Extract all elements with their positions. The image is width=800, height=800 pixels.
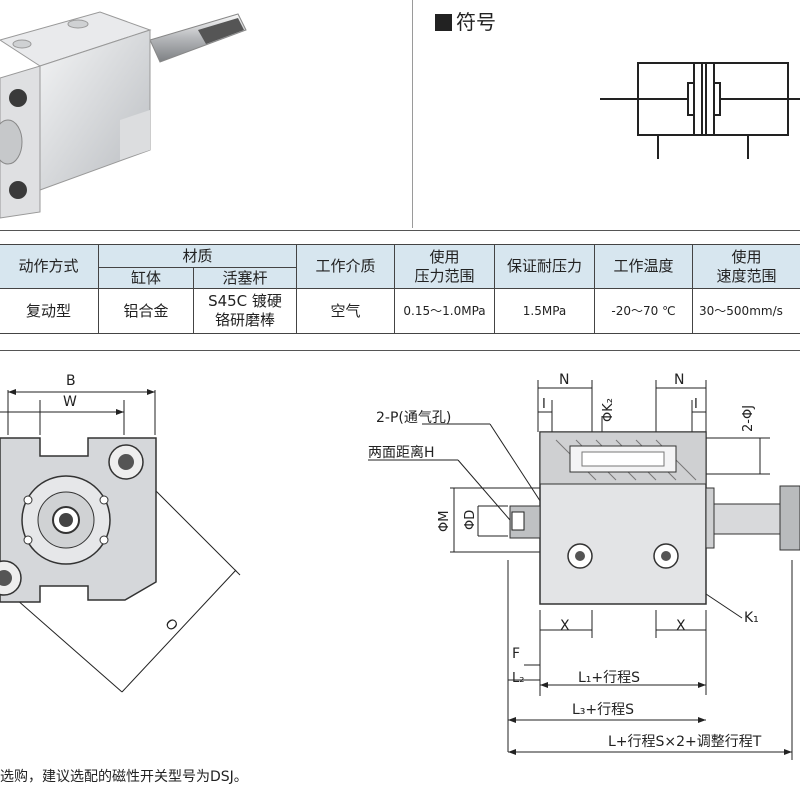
dim-label-L1-stroke: L₁+行程S xyxy=(578,670,640,686)
header-medium: 工作介质 xyxy=(296,244,396,289)
header-speed: 使用速度范围 xyxy=(692,244,800,289)
spec-table: 动作方式 材质 工作介质 使用压力范围 保证耐压力 工作温度 使用速度范围 缸体… xyxy=(0,244,800,334)
dim-label-N-left: N xyxy=(559,372,569,388)
value-proof-pressure: 1.5MPa xyxy=(494,288,596,334)
footnote: 选购，建议选配的磁性开关型号为DSJ。 xyxy=(0,769,248,785)
symbol-title: 符号 xyxy=(435,6,496,35)
header-temperature: 工作温度 xyxy=(594,244,694,289)
front-view-drawing: B W O xyxy=(0,373,241,693)
value-temperature: -20～70 ℃ xyxy=(594,288,694,334)
dim-label-X-left: X xyxy=(560,618,570,634)
dim-label-F: F xyxy=(512,646,520,662)
dim-label-I-right: I xyxy=(694,397,698,412)
section-divider xyxy=(412,0,413,228)
dim-label-D: ΦD xyxy=(463,510,478,530)
side-view-drawing: N N I I ΦK₂ 2-ΦJ 2-P(通气孔) 两面距离H ΦM ΦD K₁… xyxy=(368,372,800,760)
dim-label-J: 2-ΦJ xyxy=(741,405,756,432)
section-divider xyxy=(0,350,800,351)
dim-label-X-right: X xyxy=(676,618,686,634)
header-proof-pressure: 保证耐压力 xyxy=(494,244,596,289)
header-material: 材质 xyxy=(97,244,298,268)
header-barrel: 缸体 xyxy=(98,267,194,289)
label-vent-hole: 2-P(通气孔) xyxy=(376,410,451,426)
value-medium: 空气 xyxy=(296,288,396,334)
value-pressure: 0.15～1.0MPa xyxy=(394,288,496,334)
section-divider xyxy=(0,230,800,231)
dim-label-L-total: L+行程S×2+调整行程T xyxy=(608,734,762,750)
dim-label-M: ΦM xyxy=(437,511,452,532)
dim-label-B: B xyxy=(66,373,76,389)
dim-label-K1: K₁ xyxy=(744,610,759,626)
header-actuation: 动作方式 xyxy=(0,244,99,289)
label-across-flats: 两面距离H xyxy=(368,444,435,461)
header-rod: 活塞杆 xyxy=(192,267,298,289)
dim-label-L3-stroke: L₃+行程S xyxy=(572,702,634,718)
dim-label-W: W xyxy=(63,394,77,410)
value-rod: S45C 镀硬铬研磨棒 xyxy=(192,288,298,334)
value-actuation: 复动型 xyxy=(0,288,99,334)
value-barrel: 铝合金 xyxy=(98,288,194,334)
dim-label-I-left: I xyxy=(542,397,546,412)
dim-label-K2: ΦK₂ xyxy=(601,398,616,422)
value-speed: 30～500mm/s xyxy=(692,288,800,334)
header-pressure: 使用压力范围 xyxy=(394,244,496,289)
square-bullet-icon xyxy=(435,14,452,31)
pneumatic-symbol xyxy=(600,62,800,159)
dim-label-L2: L₂ xyxy=(512,671,524,686)
product-photo xyxy=(0,0,412,228)
dim-label-N-right: N xyxy=(674,372,684,388)
